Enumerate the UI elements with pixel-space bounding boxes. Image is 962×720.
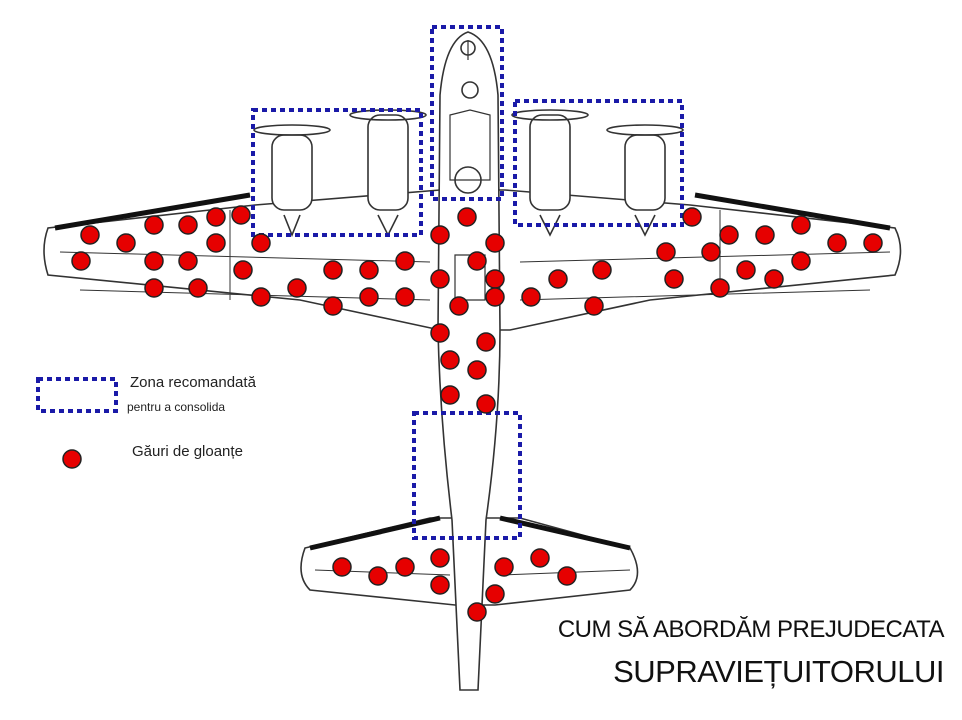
- bullet-hole: [530, 548, 550, 568]
- zone-left-engines: [251, 108, 423, 237]
- bullet-hole: [251, 233, 271, 253]
- legend-zone-label: Zona recomandată: [130, 374, 256, 391]
- bullet-hole: [395, 287, 415, 307]
- bullet-hole: [548, 269, 568, 289]
- zone-right-engines: [513, 99, 684, 227]
- bullet-hole: [476, 332, 496, 352]
- bullet-hole: [323, 296, 343, 316]
- bullet-hole: [664, 269, 684, 289]
- bullet-hole: [656, 242, 676, 262]
- bullet-hole: [430, 548, 450, 568]
- bullet-hole: [827, 233, 847, 253]
- bullet-hole: [476, 394, 496, 414]
- bullet-hole: [755, 225, 775, 245]
- bullet-hole: [430, 269, 450, 289]
- engine-3: [511, 109, 589, 237]
- bullet-hole: [231, 205, 251, 225]
- bullet-hole: [682, 207, 702, 227]
- legend-hole-swatch: [62, 449, 82, 469]
- bullet-hole: [467, 251, 487, 271]
- bullet-hole: [430, 575, 450, 595]
- bullet-hole: [791, 215, 811, 235]
- bullet-hole: [178, 215, 198, 235]
- bullet-hole: [116, 233, 136, 253]
- top-turret: [454, 166, 482, 194]
- zone-nose: [430, 25, 504, 201]
- bullet-holes: [71, 205, 883, 622]
- bullet-hole: [449, 296, 469, 316]
- bullet-hole: [485, 287, 505, 307]
- aircraft-outline: [43, 31, 902, 691]
- bullet-hole: [584, 296, 604, 316]
- bullet-hole: [457, 207, 477, 227]
- bullet-hole: [287, 278, 307, 298]
- bullet-hole: [233, 260, 253, 280]
- bullet-hole: [494, 557, 514, 577]
- bullet-hole: [323, 260, 343, 280]
- recommended-zones: [251, 25, 684, 540]
- bullet-hole: [557, 566, 577, 586]
- zone-tail: [412, 411, 522, 540]
- legend-zone-swatch: [36, 377, 118, 413]
- bullet-hole: [736, 260, 756, 280]
- bullet-hole: [430, 323, 450, 343]
- bullet-hole: [80, 225, 100, 245]
- bullet-hole: [710, 278, 730, 298]
- bullet-hole: [332, 557, 352, 577]
- bullet-hole: [395, 251, 415, 271]
- bullet-hole: [359, 287, 379, 307]
- bullet-hole: [368, 566, 388, 586]
- engine-4: [606, 124, 684, 237]
- bullet-hole: [485, 584, 505, 604]
- bullet-hole: [144, 251, 164, 271]
- engine-1: [253, 124, 331, 238]
- bullet-hole: [395, 557, 415, 577]
- bullet-hole: [144, 278, 164, 298]
- bullet-hole: [467, 602, 487, 622]
- bullet-hole: [863, 233, 883, 253]
- nose-window: [460, 40, 476, 56]
- bullet-hole: [485, 269, 505, 289]
- bullet-hole: [206, 233, 226, 253]
- left-tail-deicer: [309, 515, 441, 551]
- bullet-hole: [791, 251, 811, 271]
- bullet-hole: [764, 269, 784, 289]
- bullet-hole: [440, 350, 460, 370]
- bullet-hole: [719, 225, 739, 245]
- bullet-hole: [430, 225, 450, 245]
- fuselage: [437, 31, 501, 691]
- bullet-hole: [359, 260, 379, 280]
- legend-hole-label: Găuri de gloanțe: [132, 443, 243, 460]
- bullet-hole: [701, 242, 721, 262]
- right-deicer: [694, 192, 891, 231]
- bullet-hole: [521, 287, 541, 307]
- bullet-hole: [206, 207, 226, 227]
- engine-2: [349, 109, 427, 237]
- legend-zone-sublabel: pentru a consolida: [127, 400, 226, 414]
- astrodome: [461, 81, 479, 99]
- bullet-hole: [188, 278, 208, 298]
- bullet-hole: [485, 233, 505, 253]
- bullet-hole: [178, 251, 198, 271]
- bullet-hole: [71, 251, 91, 271]
- bullet-hole: [251, 287, 271, 307]
- title-line-2: SUPRAVIEȚUITORULUI: [613, 654, 944, 689]
- left-deicer: [54, 192, 251, 231]
- bullet-hole: [144, 215, 164, 235]
- bullet-hole: [467, 360, 487, 380]
- title-line-1: CUM SĂ ABORDĂM PREJUDECATA: [557, 616, 945, 643]
- bullet-hole: [592, 260, 612, 280]
- bullet-hole: [440, 385, 460, 405]
